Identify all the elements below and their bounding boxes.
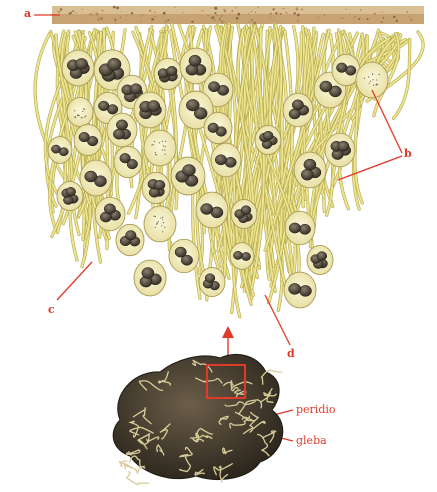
ascus (114, 146, 142, 177)
label-d: d (287, 348, 295, 359)
ascus (255, 125, 281, 154)
ascus (231, 199, 257, 228)
ascus (116, 224, 144, 255)
ascus (204, 112, 232, 143)
ascus (285, 211, 315, 245)
ascus (142, 172, 170, 203)
ascus (107, 113, 137, 147)
ascus (144, 130, 176, 166)
ascus (284, 272, 316, 308)
ascus (144, 206, 176, 242)
ascus (230, 243, 254, 270)
pointer-c (57, 262, 92, 300)
ascus (294, 152, 326, 188)
ascus (134, 260, 166, 296)
label-a: a (24, 8, 31, 19)
ascus (57, 181, 83, 210)
ascus (283, 93, 313, 127)
truffle-body (113, 354, 283, 484)
ascus (95, 197, 125, 231)
label-gleba: gleba (296, 435, 327, 446)
ascus (154, 58, 182, 89)
ascus (74, 124, 102, 155)
ascus (169, 239, 199, 273)
ascus (134, 92, 166, 128)
ascus (67, 97, 93, 126)
ascus (356, 62, 388, 98)
label-peridio: peridio (296, 404, 336, 415)
ascus (196, 192, 228, 228)
ascus (199, 267, 225, 296)
label-c: c (48, 304, 55, 315)
ascus (80, 160, 112, 196)
pointer-b-1 (372, 90, 402, 153)
ascus (211, 143, 241, 177)
ascus (307, 245, 333, 274)
soil-layer (51, 6, 424, 24)
ascus (171, 157, 205, 195)
ascus (325, 133, 355, 167)
ascus (62, 50, 94, 86)
pointer-d (265, 295, 290, 345)
label-b: b (404, 148, 412, 159)
ascus (48, 137, 72, 164)
